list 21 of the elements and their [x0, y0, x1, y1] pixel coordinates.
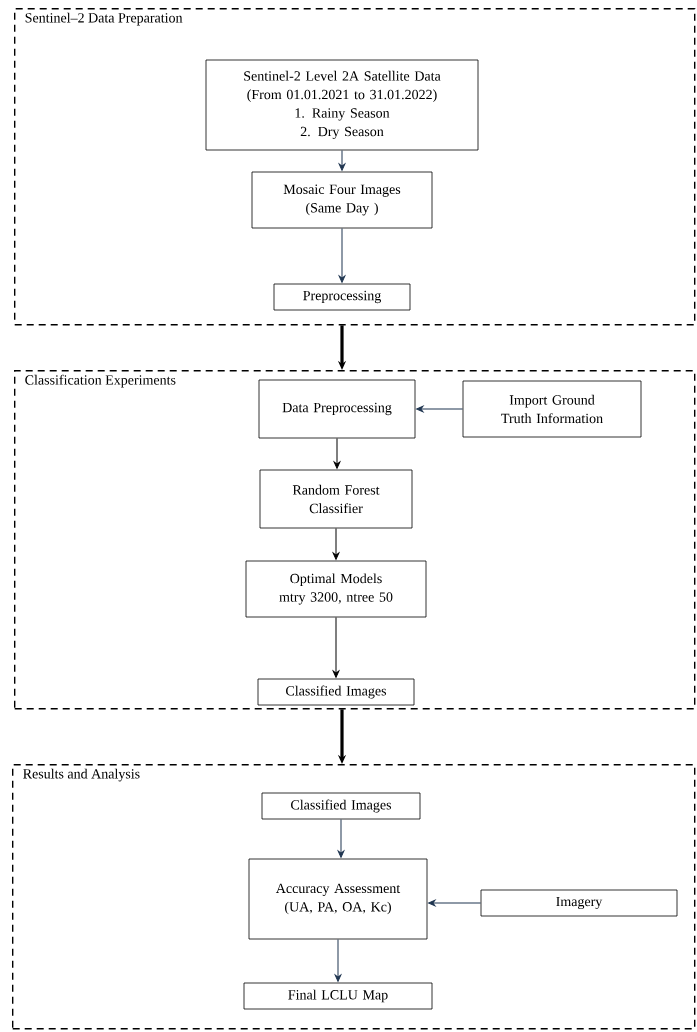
process-box: Mosaic Four Images (Same Day )	[251, 171, 433, 229]
arrow	[416, 405, 464, 413]
arrow	[334, 938, 342, 982]
process-box: Classified Images	[257, 678, 415, 706]
process-box: Imagery	[480, 889, 678, 917]
process-box: Optimal Models mtry 3200, ntree 50	[245, 560, 427, 618]
arrow	[337, 818, 345, 858]
process-box: Random Forest Classifier	[259, 469, 413, 529]
process-box: Data Preprocessing	[258, 379, 416, 439]
arrow	[332, 616, 340, 678]
process-box: Classified Images	[261, 792, 421, 820]
arrow	[428, 899, 482, 907]
process-box: Import Ground Truth Information	[462, 380, 642, 438]
process-box: Final LCLU Map	[243, 982, 433, 1010]
process-box: Sentinel-2 Level 2A Satellite Data (From 01.01.2021 to 31.01.2022) 1. Rainy Season 2. Dry Season	[205, 59, 479, 151]
arrow	[338, 227, 346, 283]
arrow	[333, 437, 341, 469]
arrow	[332, 527, 340, 560]
process-box: Accuracy Assessment (UA, PA, OA, Kc)	[248, 858, 428, 940]
arrow	[338, 149, 346, 171]
process-box: Preprocessing	[273, 283, 411, 311]
